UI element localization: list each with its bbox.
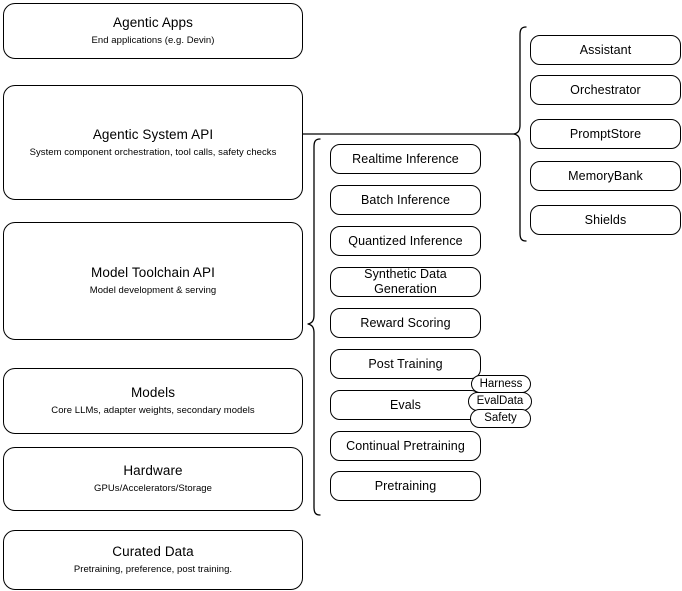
layer-box-hardware[interactable]: Hardware GPUs/Accelerators/Storage [3, 447, 303, 511]
item-label: Reward Scoring [360, 315, 451, 330]
item-label: Pretraining [374, 478, 437, 493]
toolchain-item-post-training[interactable]: Post Training [330, 349, 481, 379]
system-item-memorybank[interactable]: MemoryBank [530, 161, 681, 191]
layer-title: Agentic System API [92, 126, 214, 142]
layer-subtitle: Model development & serving [89, 285, 217, 296]
layer-box-models[interactable]: Models Core LLMs, adapter weights, secon… [3, 368, 303, 434]
layer-title: Agentic Apps [112, 15, 193, 30]
item-label: Post Training [368, 356, 443, 371]
layer-title: Hardware [123, 463, 183, 478]
pill-label: Harness [479, 377, 523, 390]
layer-subtitle: Pretraining, preference, post training. [73, 564, 233, 575]
layer-subtitle: Core LLMs, adapter weights, secondary mo… [51, 405, 255, 416]
layer-subtitle: End applications (e.g. Devin) [91, 35, 215, 46]
item-label: PromptStore [569, 126, 642, 141]
layer-box-agentic-system-api[interactable]: Agentic System API System component orch… [3, 85, 303, 200]
item-label: MemoryBank [568, 168, 643, 183]
toolchain-item-evals[interactable]: Evals [330, 390, 481, 420]
layer-title: Model Toolchain API [91, 265, 215, 280]
pill-label: EvalData [476, 395, 524, 407]
system-item-orchestrator[interactable]: Orchestrator [530, 75, 681, 105]
pill-label: Safety [484, 412, 517, 424]
toolchain-item-synthetic-data-generation[interactable]: Synthetic Data Generation [330, 267, 481, 297]
eval-pill-safety[interactable]: Safety [470, 409, 531, 428]
toolchain-item-realtime-inference[interactable]: Realtime Inference [330, 144, 481, 174]
system-item-shields[interactable]: Shields [530, 205, 681, 235]
item-label: Shields [584, 212, 627, 227]
layer-box-agentic-apps[interactable]: Agentic Apps End applications (e.g. Devi… [3, 3, 303, 59]
connector-system-api-to-components [303, 126, 518, 142]
layer-title: Models [130, 385, 176, 400]
toolchain-item-reward-scoring[interactable]: Reward Scoring [330, 308, 481, 338]
toolchain-item-pretraining[interactable]: Pretraining [330, 471, 481, 501]
item-label: Evals [389, 397, 422, 412]
layer-box-model-toolchain-api[interactable]: Model Toolchain API Model development & … [3, 222, 303, 340]
system-item-assistant[interactable]: Assistant [530, 35, 681, 65]
layer-subtitle: System component orchestration, tool cal… [29, 146, 277, 158]
toolchain-item-quantized-inference[interactable]: Quantized Inference [330, 226, 481, 256]
item-label: Realtime Inference [352, 151, 459, 166]
item-label: Synthetic Data Generation [364, 267, 447, 296]
toolchain-item-continual-pretraining[interactable]: Continual Pretraining [330, 431, 481, 461]
brace-toolchain-items [306, 137, 324, 519]
eval-pill-harness[interactable]: Harness [471, 375, 531, 393]
item-label: Continual Pretraining [346, 438, 465, 453]
item-label: Orchestrator [570, 82, 641, 97]
layer-title: Curated Data [112, 544, 194, 559]
item-label: Batch Inference [360, 192, 451, 207]
toolchain-item-batch-inference[interactable]: Batch Inference [330, 185, 481, 215]
item-label: Assistant [579, 42, 632, 57]
layer-subtitle: GPUs/Accelerators/Storage [94, 483, 212, 494]
layer-box-curated-data[interactable]: Curated Data Pretraining, preference, po… [3, 530, 303, 590]
item-label: Quantized Inference [348, 233, 463, 248]
system-item-promptstore[interactable]: PromptStore [530, 119, 681, 149]
brace-system-components [512, 25, 530, 245]
